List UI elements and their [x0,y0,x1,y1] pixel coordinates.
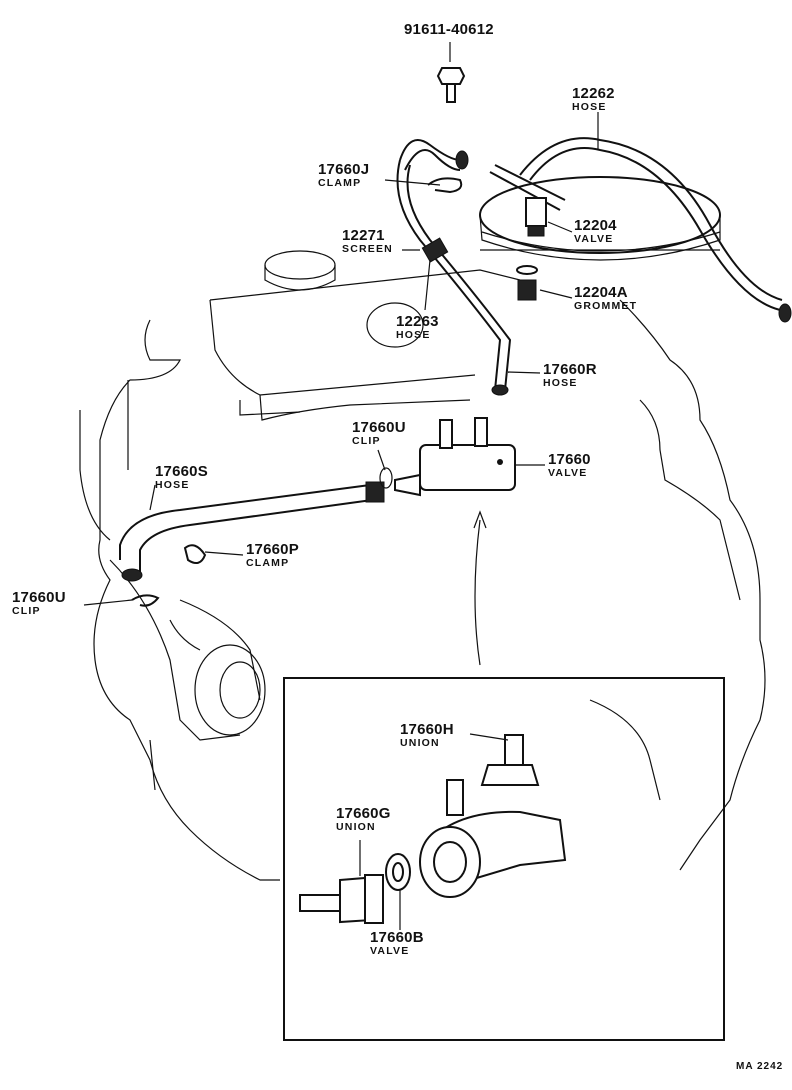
part-name: CLAMP [246,557,290,569]
callout-union-17660h: 17660H UNION [400,722,454,749]
part-number: 17660J [318,161,370,178]
callout-screen-12271: 12271 SCREEN [342,228,393,255]
part-number: 12204 [574,217,617,234]
part-number: 12262 [572,85,615,102]
callout-valve-12204: 12204 VALVE [574,218,617,245]
part-name: HOSE [155,479,190,491]
part-number: 12204A [574,284,628,301]
part-number: 17660U [352,419,406,436]
part-number: 17660P [246,541,299,558]
part-name: CLIP [352,435,381,447]
diagram-reference: MA 2242 [736,1061,784,1072]
part-number: 17660S [155,463,208,480]
callout-grommet-12204a: 12204A GROMMET [574,285,637,312]
part-number: 12263 [396,313,439,330]
part-name: HOSE [572,101,607,113]
detail-inset [283,677,725,1041]
part-number: 91611-40612 [404,21,494,38]
part-number: 17660U [12,589,66,606]
leader-lines [83,42,599,930]
part-number: 17660G [336,805,391,822]
callout-clip-17660u-top: 17660U CLIP [352,420,406,447]
callout-valve-17660b: 17660B VALVE [370,930,424,957]
callout-hose-12262: 12262 HOSE [572,86,615,113]
part-name: CLAMP [318,177,362,189]
callout-valve-17660: 17660 VALVE [548,452,591,479]
part-name: HOSE [396,329,431,341]
small-parts [131,67,547,666]
part-name: VALVE [370,945,410,957]
part-number: 17660B [370,929,424,946]
callout-union-17660g: 17660G UNION [336,806,391,833]
part-number: 17660H [400,721,454,738]
part-name: SCREEN [342,243,393,255]
part-name: HOSE [543,377,578,389]
part-name: VALVE [574,233,614,245]
part-name: GROMMET [574,300,638,312]
hoses [119,137,792,582]
part-name: VALVE [548,467,588,479]
callout-hose-17660s: 17660S HOSE [155,464,208,491]
callout-hose-12263: 12263 HOSE [396,314,439,341]
engine-outline [79,250,766,881]
part-name: UNION [400,737,440,749]
callout-clamp-17660p: 17660P CLAMP [246,542,299,569]
part-name: CLIP [12,605,41,617]
callout-hose-17660r: 17660R HOSE [543,362,597,389]
part-number: 17660 [548,451,591,468]
part-name: UNION [336,821,376,833]
callout-bolt: 91611-40612 [404,22,494,37]
callout-clip-17660u-left: 17660U CLIP [12,590,66,617]
part-number: 12271 [342,227,385,244]
callout-clamp-17660j: 17660J CLAMP [318,162,369,189]
part-number: 17660R [543,361,597,378]
